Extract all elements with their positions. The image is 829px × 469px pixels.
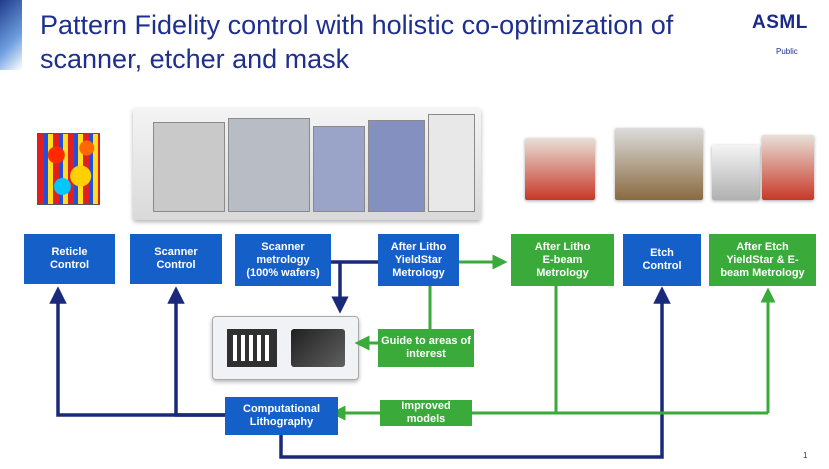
after-etch-metrology-box: After Etch YieldStar & E- beam Metrology — [709, 234, 816, 286]
slide-title: Pattern Fidelity control with holistic c… — [40, 8, 740, 76]
scanner-metrology-box: Scanner metrology (100% wafers) — [235, 234, 331, 286]
ebeam-tool-image — [525, 138, 595, 200]
classification-label: Public — [776, 47, 798, 56]
after-litho-yieldstar-box: After Litho YieldStar Metrology — [378, 234, 459, 286]
scanner-machine-image — [133, 108, 481, 220]
title-line-1: Pattern Fidelity control with holistic c… — [40, 10, 674, 40]
title-line-2: scanner, etcher and mask — [40, 44, 350, 74]
asml-logo: ASML — [752, 12, 808, 33]
etch-control-box: Etch Control — [623, 234, 701, 286]
scanner-control-box: Scanner Control — [130, 234, 222, 284]
after-litho-ebeam-box: After Litho E-beam Metrology — [511, 234, 614, 286]
reticle-heatmap-image — [37, 133, 100, 205]
arrow-comp-to-reticle — [49, 286, 225, 417]
arrow-comp-to-scanner — [167, 286, 225, 417]
guide-areas-box: Guide to areas of interest — [378, 329, 474, 367]
after-etch-tool-image-2 — [762, 135, 814, 200]
improved-models-box: Improved models — [380, 400, 472, 426]
metrology-screen-image — [212, 316, 359, 380]
corner-decoration — [0, 0, 22, 70]
line-ebeam-down — [472, 285, 558, 415]
reticle-control-box: Reticle Control — [24, 234, 115, 284]
page-number: 1 — [803, 451, 808, 460]
computational-lithography-box: Computational Lithography — [225, 397, 338, 435]
arrow-comp-to-etch — [279, 286, 671, 459]
after-etch-tool-image-1 — [712, 145, 760, 200]
etch-tool-image — [615, 128, 703, 200]
